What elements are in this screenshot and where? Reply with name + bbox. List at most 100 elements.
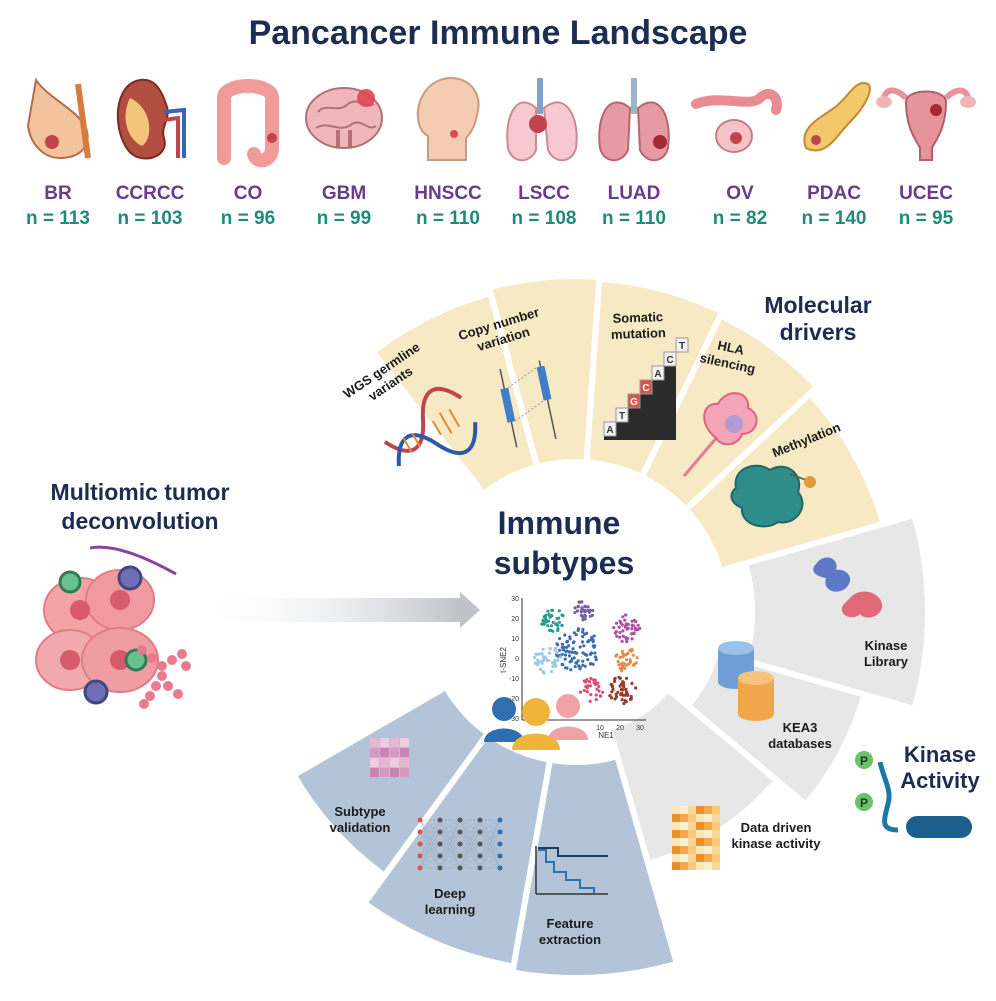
- tsne-point: [558, 648, 562, 652]
- tsne-point: [619, 688, 623, 692]
- tsne-point: [632, 618, 637, 622]
- tsne-point: [565, 639, 570, 643]
- nn-node: [477, 817, 483, 823]
- tsne-point: [590, 635, 594, 639]
- heatmap-cell: [712, 806, 720, 814]
- tsne-point: [594, 693, 598, 697]
- segment-label: Kinase: [865, 638, 908, 653]
- heatmap-cell: [688, 814, 696, 822]
- cancer-code: LUAD: [608, 183, 661, 204]
- cancer-count: n = 110: [602, 208, 666, 229]
- nn-node: [477, 853, 483, 859]
- base-letter: A: [606, 425, 613, 436]
- chromosome-icon: [499, 360, 557, 448]
- tsne-point: [554, 622, 558, 626]
- histology-tile: [370, 748, 379, 757]
- nn-node: [417, 829, 423, 835]
- nn-edge: [479, 819, 501, 857]
- tsne-point: [583, 664, 587, 668]
- tsne-point: [620, 666, 624, 670]
- segment-label: validation: [330, 820, 391, 835]
- tsne-point: [616, 659, 620, 664]
- tsne-point: [549, 624, 554, 628]
- tsne-point: [624, 658, 629, 662]
- lung-icon: [506, 78, 578, 162]
- tsne-point: [586, 640, 590, 644]
- brain-icon: [305, 87, 383, 149]
- nn-edge: [439, 819, 461, 869]
- tsne-point: [543, 616, 547, 620]
- heatmap-cell: [696, 854, 704, 862]
- tsne-point: [624, 663, 628, 667]
- tsne-point: [628, 660, 632, 664]
- tsne-point: [611, 687, 615, 691]
- tsne-point: [610, 690, 614, 694]
- nn-node: [477, 829, 483, 835]
- nn-edge: [439, 819, 461, 857]
- nn-node: [497, 841, 503, 847]
- nn-node: [497, 853, 503, 859]
- tsne-point: [618, 630, 622, 635]
- tsne-point: [620, 649, 624, 654]
- cancer-code: LSCC: [518, 183, 570, 204]
- tsne-point: [630, 681, 634, 685]
- tsne-ytick: -20: [509, 696, 519, 703]
- tsne-point: [623, 618, 627, 622]
- tsne-point: [576, 609, 580, 613]
- base-letter: C: [642, 383, 649, 394]
- tsne-point: [623, 666, 627, 670]
- nn-edge: [459, 819, 481, 845]
- tsne-point: [560, 645, 564, 649]
- tsne-point: [557, 609, 561, 613]
- heatmap-cell: [688, 854, 696, 862]
- tsne-point: [564, 666, 568, 670]
- cancer-count: n = 99: [317, 208, 371, 229]
- segment-label: Somatic: [612, 309, 663, 326]
- tsne-point: [570, 650, 574, 654]
- histology-tile: [380, 738, 389, 747]
- tsne-point: [622, 701, 626, 706]
- tsne-point: [621, 634, 625, 638]
- histology-tile: [370, 768, 379, 777]
- tsne-point: [547, 612, 551, 616]
- tsne-point: [583, 604, 587, 608]
- tsne-point: [634, 628, 638, 632]
- nn-node: [457, 865, 463, 871]
- histology-tile: [400, 758, 409, 767]
- tsne-point: [581, 659, 585, 663]
- tsne-point: [555, 642, 559, 646]
- tsne-plot: t-SNE2 NE1 30 20 10 0 -10 -20 -30 10 20 …: [499, 596, 646, 740]
- tsne-point: [574, 633, 578, 637]
- tsne-xtick: 30: [636, 725, 644, 732]
- nn-edge: [439, 843, 461, 869]
- tsne-point: [635, 656, 639, 660]
- tsne-point: [550, 669, 554, 673]
- tsne-point: [623, 693, 627, 697]
- tsne-point: [621, 680, 625, 684]
- molecular-drivers-label: drivers: [780, 319, 857, 345]
- heatmap-cell: [696, 806, 704, 814]
- tsne-point: [586, 658, 590, 662]
- tsne-point: [621, 655, 625, 659]
- tsne-point: [568, 637, 572, 641]
- heatmap-cell: [672, 862, 680, 870]
- flow-arrowhead: [460, 592, 480, 628]
- tsne-point: [580, 640, 585, 644]
- phospho-label: P: [860, 796, 868, 810]
- tsne-point: [540, 622, 544, 626]
- kinase-structure-icon: [813, 557, 883, 618]
- tsne-point: [536, 660, 540, 665]
- histology-tile: [390, 748, 399, 757]
- tsne-point: [582, 688, 586, 693]
- tsne-point: [581, 635, 585, 639]
- tsne-point: [591, 640, 595, 644]
- nn-edge: [459, 819, 481, 833]
- tsne-point: [583, 632, 587, 636]
- kinase-labels: Kinase Library KEA3 databases Data drive…: [672, 557, 909, 870]
- tsne-point: [593, 651, 597, 655]
- heatmap-cell: [704, 838, 712, 846]
- tsne-point: [551, 620, 555, 624]
- nn-node: [497, 865, 503, 871]
- nn-node: [477, 841, 483, 847]
- heatmap-cell: [688, 822, 696, 830]
